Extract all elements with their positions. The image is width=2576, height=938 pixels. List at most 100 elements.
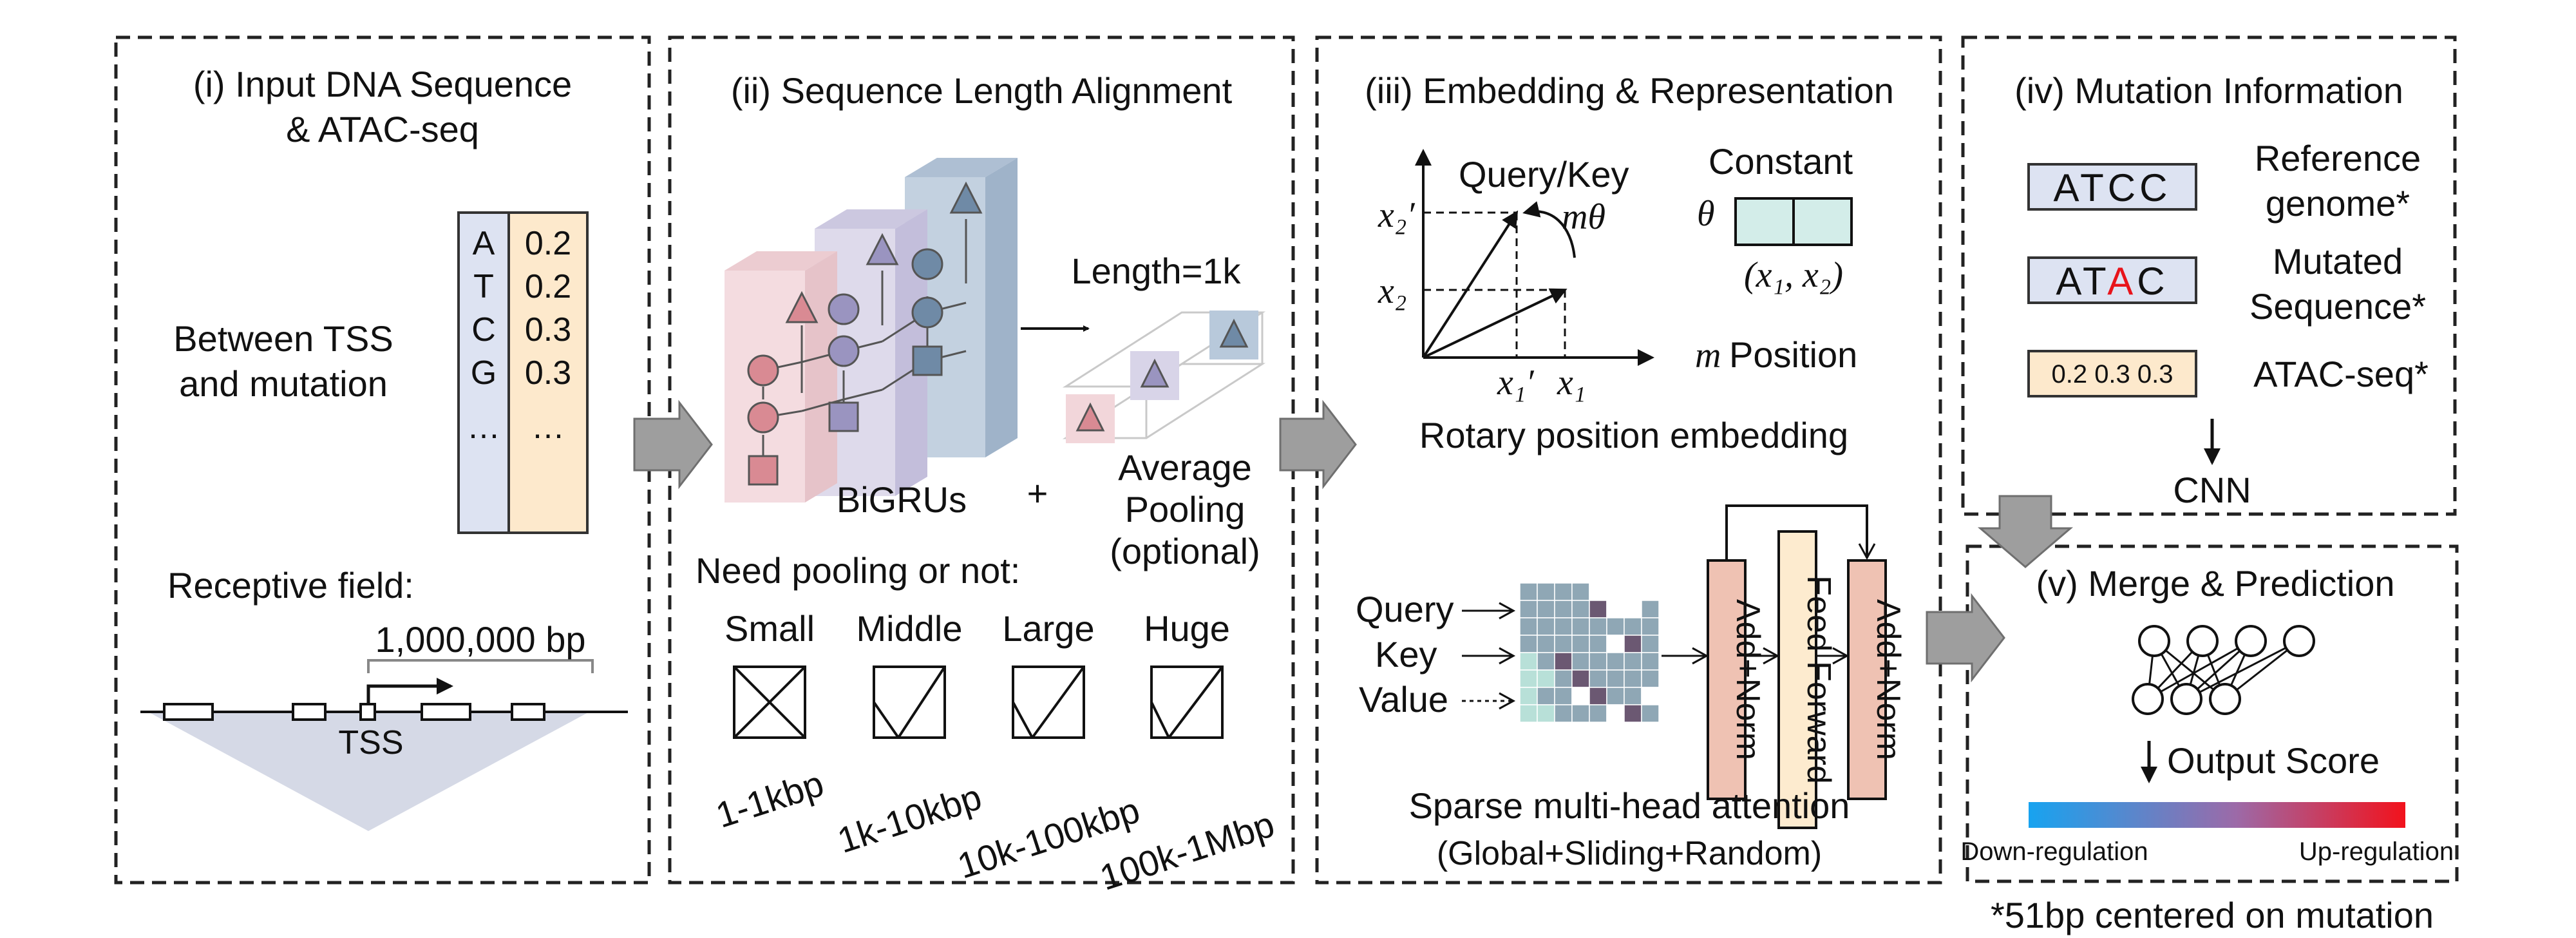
panel-4-border [1961,35,2457,516]
attention-cell [1624,582,1642,601]
attention-cell [1537,617,1555,636]
size-category-middle: Middle 1k-10kbp [833,608,987,861]
attention-cell [1641,635,1660,653]
attention-cell [1571,669,1590,688]
panel-5: (v) Merge & Prediction Output Score Down… [1960,563,2454,866]
m-symbol: m [1695,336,1721,376]
constant-box-right [1792,197,1853,246]
panel-3: (iii) Embedding & Representation Query/K… [1356,70,1907,872]
attention-cell [1519,687,1538,705]
query-key-label: Query/Key [1459,154,1629,195]
attention-cell [1537,687,1555,705]
region-label-line1: Between TSS [173,318,393,359]
panel-1-title-line1: (i) Input DNA Sequence [193,64,572,104]
attention-cell [1641,582,1660,601]
size-range: 1-1kbp [711,763,828,836]
attention-cell [1606,687,1625,705]
exon [359,703,376,721]
constant-label: Constant [1709,141,1853,182]
panel-4: (iv) Mutation Information ATCC Reference… [2014,70,2429,510]
attention-cell [1641,600,1660,618]
mutated-seq-box [2027,256,2197,304]
size-category-large: Large 10k-100kbp [952,608,1144,886]
attention-cell [1641,687,1660,705]
flow-arrow-2-3 [1279,399,1357,490]
mlp-nodes [2132,625,2315,715]
up-regulation-label: Up-regulation [2299,838,2454,866]
attention-cell [1624,704,1642,723]
attention-cell [1554,669,1573,688]
panel-1-title-line2: & ATAC-seq [286,109,479,149]
output-node [785,291,819,323]
attention-cell [1589,617,1607,636]
atac-seq-box [2027,350,2197,397]
attention-cell [1571,687,1590,705]
dna-sequence-box [457,211,510,534]
attention-cell [1606,600,1625,618]
atac-value: 0.2 [525,225,571,262]
pooling-label-line1: Average [1118,447,1252,488]
attention-cell [1641,652,1660,671]
attention-cell [1606,669,1625,688]
attention-cell [1624,617,1642,636]
attention-cell [1537,582,1555,601]
attention-cell [1519,652,1538,671]
panel-1: (i) Input DNA Sequence & ATAC-seq Betwee… [140,64,628,831]
reference-label-line2: genome* [2266,183,2410,224]
exon-boxes [163,703,545,721]
attention-cell [1589,704,1607,723]
panel-2-border [668,35,1295,885]
attention-cell [1554,617,1573,636]
attention-cell [1571,600,1590,618]
bigru-nodes [747,181,983,486]
mutated-label-line2: Sequence* [2249,286,2426,327]
exon [421,703,471,721]
theta-label: θ [1697,194,1715,234]
add-norm-block-2 [1847,559,1887,800]
x2-prime-label: x₂′ [1378,195,1415,235]
hidden-node [911,296,943,329]
span-bracket [367,659,594,673]
mutated-seq: ATAC [2056,260,2168,303]
panel-3-border [1315,35,1942,885]
attention-cell [1519,635,1538,653]
attention-cell [1624,652,1642,671]
rope-vectors [1422,210,1567,359]
attention-cell [1554,582,1573,601]
dna-base: T [473,268,494,305]
attention-cell [1537,704,1555,723]
mutated-seq-prefix: AT [2056,260,2107,303]
size-category-huge: Huge 100k-1Mbp [1095,608,1279,898]
regulation-gradient-bar [2029,802,2405,828]
add-norm-label-1: Add+Norm [1729,599,1766,760]
receptive-field-cone [148,712,589,831]
atac-seq-label: ATAC-seq* [2253,354,2429,394]
atac-seq-values: 0.2 0.3 0.3 [2051,360,2173,388]
attention-cell [1571,704,1590,723]
attention-cell [1519,704,1538,723]
attention-cell [1606,652,1625,671]
attention-cell [1571,635,1590,653]
plus-sign: + [1027,473,1048,513]
size-name: Huge [1144,608,1230,649]
feed-forward-label: Feed Forward [1800,575,1837,784]
attention-cell [1554,704,1573,723]
need-pooling-label: Need pooling or not: [696,550,1020,591]
attention-cell [1606,582,1625,601]
attention-cell [1641,669,1660,688]
mutated-seq-suffix: C [2137,260,2168,303]
receptive-field-label: Receptive field: [167,565,414,606]
flow-arrow-4-5 [1977,495,2074,568]
attention-cell [1589,652,1607,671]
attention-cell [1571,582,1590,601]
attention-cell [1641,617,1660,636]
attention-caption: Sparse multi-head attention [1409,785,1850,826]
hidden-node [747,354,779,387]
flow-arrow-3-5 [1926,593,2005,683]
size-name: Small [724,608,815,649]
atac-value: 0.2 [525,268,571,305]
attention-cell [1589,669,1607,688]
panel-2: (ii) Sequence Length Alignment [696,70,1279,898]
attention-cell [1589,582,1607,601]
